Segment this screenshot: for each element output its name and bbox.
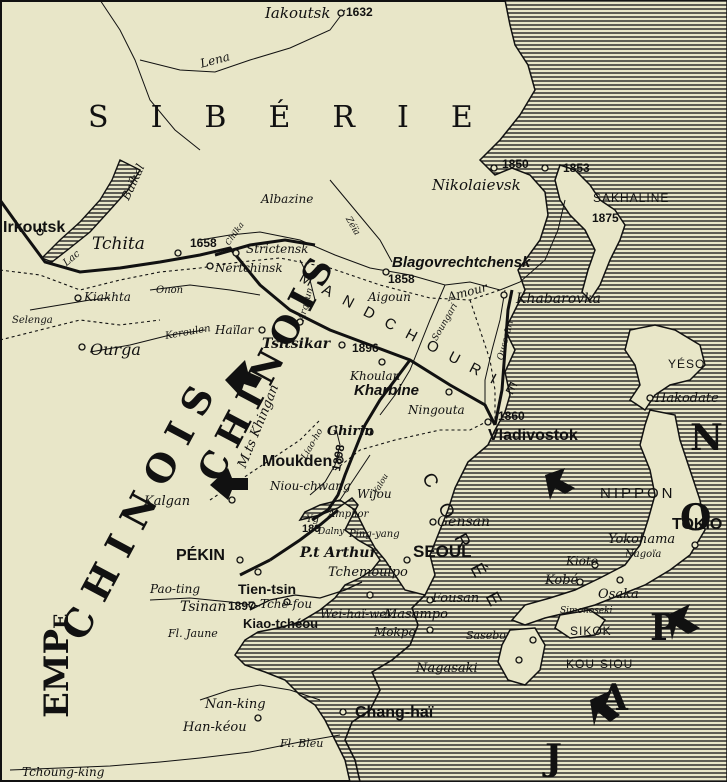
yeso-island (624, 324, 706, 412)
expansion-arrows (210, 360, 700, 726)
city-hailar: Haïlar (215, 323, 254, 337)
city-hankeou: Han-kéou (183, 720, 247, 735)
date-1853: 1853 (563, 161, 590, 175)
city-nagasaki: Nagasaki (416, 661, 478, 676)
city-gensan: Gensan (437, 514, 491, 530)
label-yeso: YÉSO (668, 357, 706, 371)
city-sasebo: Sasebo (466, 629, 506, 642)
city-seoul: SEOUL (413, 542, 472, 561)
city-aigoun: Aigoun (368, 290, 411, 304)
river-amphore: Amphor (328, 509, 369, 520)
city-ping: Ping-yang (349, 529, 400, 540)
city-tientsin: Tien-tsin (238, 581, 297, 597)
date-1858: 1858 (388, 272, 415, 286)
city-kharbine: Kharbine (354, 382, 420, 399)
city-tsinan: Tsinan (180, 599, 227, 615)
label-kousiou: KOU-SIOU (566, 657, 634, 671)
city-tchoungking: Tchoung-king (22, 765, 105, 779)
city-wijou: Wijou (357, 487, 392, 501)
city-simonoseki: Simonoseki (560, 606, 613, 616)
city-portarthur: P.t Arthur (300, 545, 377, 561)
date-1658: 1658 (190, 236, 217, 250)
river-yg: Yg (306, 514, 320, 525)
sakhaline-island (554, 164, 626, 302)
region-japon-p: P (650, 607, 678, 649)
shandong-coast (249, 581, 363, 611)
date-1894: 189 (302, 523, 321, 535)
city-ourga: Ourga (90, 340, 141, 359)
label-nippon: NIPPON (600, 485, 676, 502)
region-japon-o: O (680, 497, 712, 539)
city-irkoutsk: Irkoutsk (3, 219, 66, 236)
city-tsitsikar: Tsitsikar (262, 336, 331, 352)
city-osaka: Osaka (598, 587, 639, 602)
city-tchefou: Tché-fou (260, 597, 313, 611)
city-kalgan: Kalgan (144, 494, 191, 509)
date-1896: 1896 (352, 341, 379, 355)
city-yokohama: Yokohama (608, 532, 676, 547)
label-sikok: SIKOK (570, 624, 612, 638)
city-mokpo: Mokpo (374, 625, 416, 639)
city-vladivostok: Vladivostok (488, 427, 578, 444)
sea-yellow (234, 496, 427, 782)
city-albazine: Albazine (261, 192, 314, 206)
city-weihaiwei: Wei-haï-weï (320, 607, 391, 621)
river-jaune: Fl. Jaune (168, 627, 218, 640)
city-tokio: TOKIO (672, 516, 723, 533)
city-changhai: Chang-haï (355, 704, 434, 721)
region-japon-a: A (600, 677, 628, 719)
city-kiaotcheou: Kiao-tchéou (243, 616, 319, 631)
railways (0, 199, 514, 577)
city-khabarovka: Khabarovka (516, 291, 601, 307)
river-onon: Onon (156, 285, 184, 296)
river-selenga: Selenga (12, 315, 53, 326)
city-niou: Niou-chwang (270, 479, 351, 493)
city-nikolaievsk: Nikolaievsk (432, 176, 521, 194)
region-japon-j: J (545, 737, 563, 779)
sikok-island (554, 609, 607, 639)
city-nanking: Nan-king (205, 697, 266, 712)
rivers (9, 0, 566, 771)
city-nagoia: Nagoïa (625, 549, 662, 560)
city-pekin: PÉKIN (176, 547, 225, 564)
city-fousan: Fousan (432, 591, 480, 606)
date-1860: 1860 (498, 409, 525, 423)
city-ghirin: Ghirin (327, 424, 374, 439)
label-sakhaline: SAKHALINE (593, 191, 670, 205)
city-ningouta: Ningouta (408, 403, 465, 417)
city-kobe: Kobé (545, 573, 579, 588)
city-kiakhta: Kiakhta (84, 290, 131, 304)
city-dots (36, 9, 699, 722)
city-tchemoulpo: Tchemoulpo (328, 565, 408, 580)
lake-baikal (40, 159, 141, 263)
date-1875: 1875 (592, 211, 619, 225)
city-nertchinsk: Nertchinsk (215, 261, 283, 275)
region-japon-n: N (690, 417, 723, 459)
date-1632: 1632 (346, 5, 373, 19)
city-kioto: Kioto (566, 554, 599, 568)
river-bleu: Fl. Bleu (280, 737, 324, 750)
nippon-island (510, 409, 706, 626)
city-moukden: Moukden (262, 453, 333, 470)
city-khoulan: Khoulan (350, 369, 401, 383)
city-hakodate: Hakodate (655, 391, 719, 406)
city-masampo: Masampo (384, 607, 448, 622)
date-1897: 1897 (228, 599, 255, 613)
city-iakoutsk: Iakoutsk (265, 4, 331, 22)
city-dalny: Dalny (318, 527, 345, 537)
city-paoting: Pao-ting (150, 582, 201, 596)
date-1850: 1850 (502, 157, 529, 171)
city-blagovechtchensk: Blagovrechtchensk (392, 254, 531, 271)
city-striensk: Strictensk (246, 242, 309, 256)
city-tchita: Tchita (92, 234, 145, 254)
